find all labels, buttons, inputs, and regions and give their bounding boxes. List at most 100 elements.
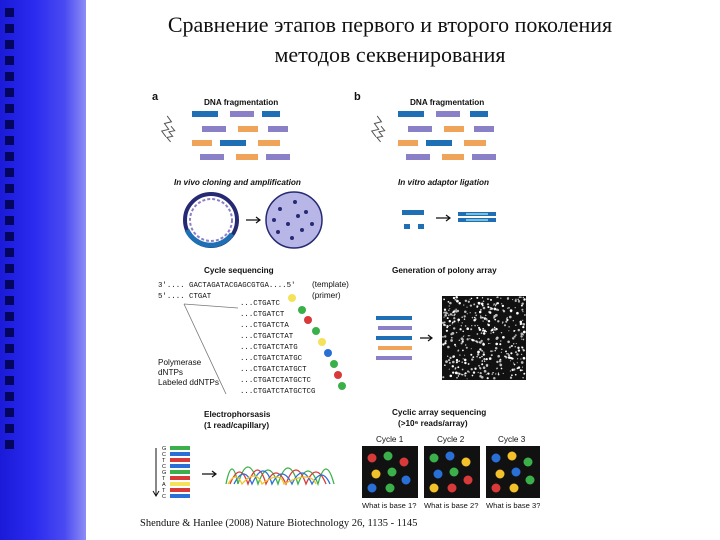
fan-line bbox=[183, 303, 227, 395]
cycle-1-question: What is base 1? bbox=[362, 501, 416, 510]
capillary-gel: G C T C G T A T C bbox=[152, 446, 190, 500]
sidebar-square bbox=[5, 72, 14, 81]
sidebar-square bbox=[5, 248, 14, 257]
cycle-1-label: Cycle 1 bbox=[376, 435, 404, 444]
reagent-dntps: dNTPs bbox=[158, 368, 183, 377]
panel-a-step4-label: Electrophorsasis bbox=[204, 410, 271, 419]
panel-a-dna-fragments bbox=[192, 111, 290, 160]
sidebar-square bbox=[5, 24, 14, 33]
sidebar-square bbox=[5, 216, 14, 225]
adaptor-fragments bbox=[402, 210, 424, 229]
gel-base: C bbox=[162, 452, 166, 458]
panel-b-step3-label: Generation of polony array bbox=[392, 266, 497, 275]
gel-base: T bbox=[162, 476, 166, 482]
cycle-1-panel bbox=[362, 446, 418, 498]
slide-title: Сравнение этапов первого и второго покол… bbox=[100, 10, 680, 70]
dye-terminator-icons bbox=[288, 294, 346, 390]
reagent-polymerase: Polymerase bbox=[158, 358, 202, 367]
read-line: ...CTGATCTA bbox=[240, 322, 289, 330]
polony-dots bbox=[441, 295, 526, 380]
sidebar-square bbox=[5, 104, 14, 113]
adapted-fragments bbox=[458, 212, 496, 222]
cycle-2-label: Cycle 2 bbox=[437, 435, 465, 444]
read-line: ...CTGATC bbox=[240, 300, 280, 308]
polony-fragments bbox=[376, 316, 412, 360]
panel-a-step4-sub: (1 read/capillary) bbox=[204, 421, 269, 430]
sidebar-square bbox=[5, 232, 14, 241]
title-line-1: Сравнение этапов первого и второго покол… bbox=[167, 12, 613, 37]
read-line: ...CTGATCTATG bbox=[240, 344, 298, 352]
template-label: (template) bbox=[312, 280, 349, 289]
panel-b-letter: b bbox=[354, 91, 361, 103]
panel-a-step2-label: In vivo cloning and amplification bbox=[174, 178, 301, 187]
gel-base: A bbox=[162, 482, 166, 488]
sidebar-square bbox=[5, 392, 14, 401]
arrow-icon bbox=[436, 214, 451, 222]
read-line: ...CTGATCTATGCTCG bbox=[240, 388, 315, 396]
primer-sequence: 5'.... CTGAT bbox=[158, 293, 212, 301]
panel-b-dna-fragments bbox=[398, 111, 496, 160]
gel-base: C bbox=[162, 464, 166, 470]
sidebar-square bbox=[5, 360, 14, 369]
sidebar-square bbox=[5, 408, 14, 417]
read-line: ...CTGATCTATGC bbox=[240, 355, 303, 363]
sidebar-square bbox=[5, 280, 14, 289]
sidebar-square bbox=[5, 200, 14, 209]
panel-a-letter: a bbox=[152, 91, 159, 103]
cycle-2-panel bbox=[424, 446, 480, 498]
sidebar-square bbox=[5, 56, 14, 65]
primer-label: (primer) bbox=[312, 291, 341, 300]
read-line: ...CTGATCTAT bbox=[240, 333, 294, 341]
extension-reads: ...CTGATC ...CTGATCT ...CTGATCTA ...CTGA… bbox=[240, 300, 315, 396]
sidebar-square bbox=[5, 8, 14, 17]
colony-plate-icon bbox=[265, 191, 323, 249]
sidebar-square bbox=[5, 168, 14, 177]
arrow-icon bbox=[246, 216, 261, 224]
panel-b-step4-sub: (>10⁶ reads/array) bbox=[398, 419, 468, 428]
plasmid-icon bbox=[183, 192, 239, 248]
down-arrow-icon bbox=[152, 448, 160, 497]
gel-base: T bbox=[162, 488, 166, 494]
sidebar-square bbox=[5, 440, 14, 449]
citation: Shendure & Hanlee (2008) Nature Biotechn… bbox=[140, 518, 418, 529]
sidebar-square bbox=[5, 264, 14, 273]
chromatogram-trace bbox=[225, 466, 335, 487]
sidebar-square bbox=[5, 376, 14, 385]
gel-base: T bbox=[162, 458, 166, 464]
panel-b-step2-label: In vitro adaptor ligation bbox=[398, 178, 489, 187]
reagent-ddntps: Labeled ddNTPs bbox=[158, 378, 219, 387]
sidebar-square bbox=[5, 120, 14, 129]
sidebar-square bbox=[5, 40, 14, 49]
sidebar-square bbox=[5, 296, 14, 305]
sidebar-square bbox=[5, 328, 14, 337]
panel-b-step1-label: DNA fragmentation bbox=[410, 98, 484, 107]
panel-a-step3-label: Cycle sequencing bbox=[204, 266, 274, 275]
panel-b-dna-squiggle bbox=[370, 115, 386, 143]
cycle-2-question: What is base 2? bbox=[424, 501, 478, 510]
gel-base: G bbox=[162, 446, 166, 452]
sidebar-square bbox=[5, 136, 14, 145]
gel-base: G bbox=[162, 470, 166, 476]
template-sequence: 3'.... GACTAGATACGAGCGTGA....5' bbox=[158, 282, 296, 290]
arrow-icon bbox=[202, 470, 217, 478]
cycle-3-label: Cycle 3 bbox=[498, 435, 526, 444]
gel-base: C bbox=[162, 494, 166, 500]
sidebar-square bbox=[5, 184, 14, 193]
fan-line bbox=[183, 303, 239, 309]
read-line: ...CTGATCT bbox=[240, 311, 285, 319]
arrow-icon bbox=[420, 334, 433, 342]
sequencing-figure: a DNA fragmentation In vivo cloning and … bbox=[152, 91, 540, 510]
read-line: ...CTGATCTATGCT bbox=[240, 366, 307, 374]
panel-b-step4-label: Cyclic array sequencing bbox=[392, 408, 486, 417]
blue-sidebar bbox=[0, 0, 86, 540]
panel-a-step1-label: DNA fragmentation bbox=[204, 98, 278, 107]
sidebar-square bbox=[5, 88, 14, 97]
sidebar-square bbox=[5, 312, 14, 321]
panel-a-dna-squiggle bbox=[160, 115, 176, 143]
sidebar-square bbox=[5, 344, 14, 353]
cycle-3-panel bbox=[486, 446, 540, 498]
sidebar-square bbox=[5, 152, 14, 161]
sidebar-square bbox=[5, 424, 14, 433]
title-line-2: методов секвенирования bbox=[274, 42, 506, 67]
cycle-3-question: What is base 3? bbox=[486, 501, 540, 510]
